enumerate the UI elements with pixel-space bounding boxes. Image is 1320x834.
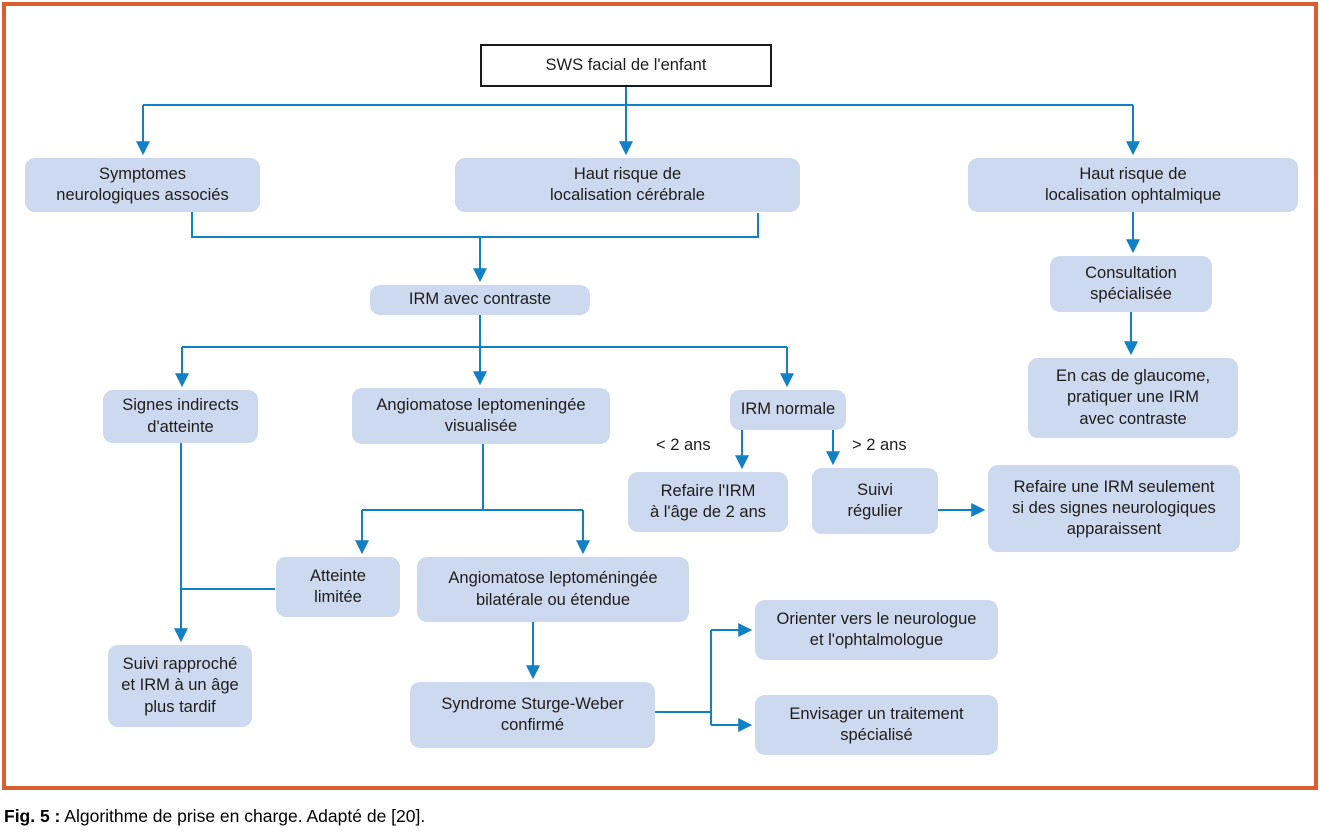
node-irm-normale: IRM normale bbox=[730, 390, 846, 430]
node-syndrome-confirme: Syndrome Sturge-Weber confirmé bbox=[410, 682, 655, 748]
figure-caption-prefix: Fig. 5 : bbox=[4, 806, 61, 826]
node-suivi-regulier: Suivi régulier bbox=[812, 468, 938, 534]
node-orienter-neurologue: Orienter vers le neurologue et l'ophtalm… bbox=[755, 600, 998, 660]
node-refaire-irm-si-signes: Refaire une IRM seulement si des signes … bbox=[988, 465, 1240, 552]
figure-caption-text: Algorithme de prise en charge. Adapté de… bbox=[60, 806, 426, 826]
node-angiomatose-visualisee: Angiomatose leptomeningée visualisée bbox=[352, 388, 610, 444]
node-haut-risque-cerebrale: Haut risque de localisation cérébrale bbox=[455, 158, 800, 212]
wire-merge-bracket bbox=[191, 212, 759, 238]
node-symptomes-neurologiques: Symptomes neurologiques associés bbox=[25, 158, 260, 212]
node-consultation-specialisee: Consultation spécialisée bbox=[1050, 256, 1212, 312]
node-refaire-irm-2-ans: Refaire l'IRM à l'âge de 2 ans bbox=[628, 472, 788, 532]
node-signes-indirects: Signes indirects d'atteinte bbox=[103, 390, 258, 443]
node-atteinte-limitee: Atteinte limitée bbox=[276, 557, 400, 617]
node-haut-risque-ophtalmique: Haut risque de localisation ophtalmique bbox=[968, 158, 1298, 212]
figure-border-frame bbox=[2, 2, 1318, 790]
node-suivi-rapproche: Suivi rapproché et IRM à un âge plus tar… bbox=[108, 645, 252, 727]
edge-label-over-2-ans: > 2 ans bbox=[852, 436, 907, 454]
node-angiomatose-bilaterale: Angiomatose leptoméningée bilatérale ou … bbox=[417, 557, 689, 622]
node-glaucome-irm: En cas de glaucome, pratiquer une IRM av… bbox=[1028, 358, 1238, 438]
edge-label-under-2-ans: < 2 ans bbox=[656, 436, 711, 454]
figure-caption: Fig. 5 : Algorithme de prise en charge. … bbox=[4, 806, 425, 827]
node-sws-facial: SWS facial de l'enfant bbox=[480, 44, 772, 87]
node-envisager-traitement: Envisager un traitement spécialisé bbox=[755, 695, 998, 755]
node-irm-avec-contraste: IRM avec contraste bbox=[370, 285, 590, 315]
wire-syndrome-branch bbox=[655, 630, 712, 725]
